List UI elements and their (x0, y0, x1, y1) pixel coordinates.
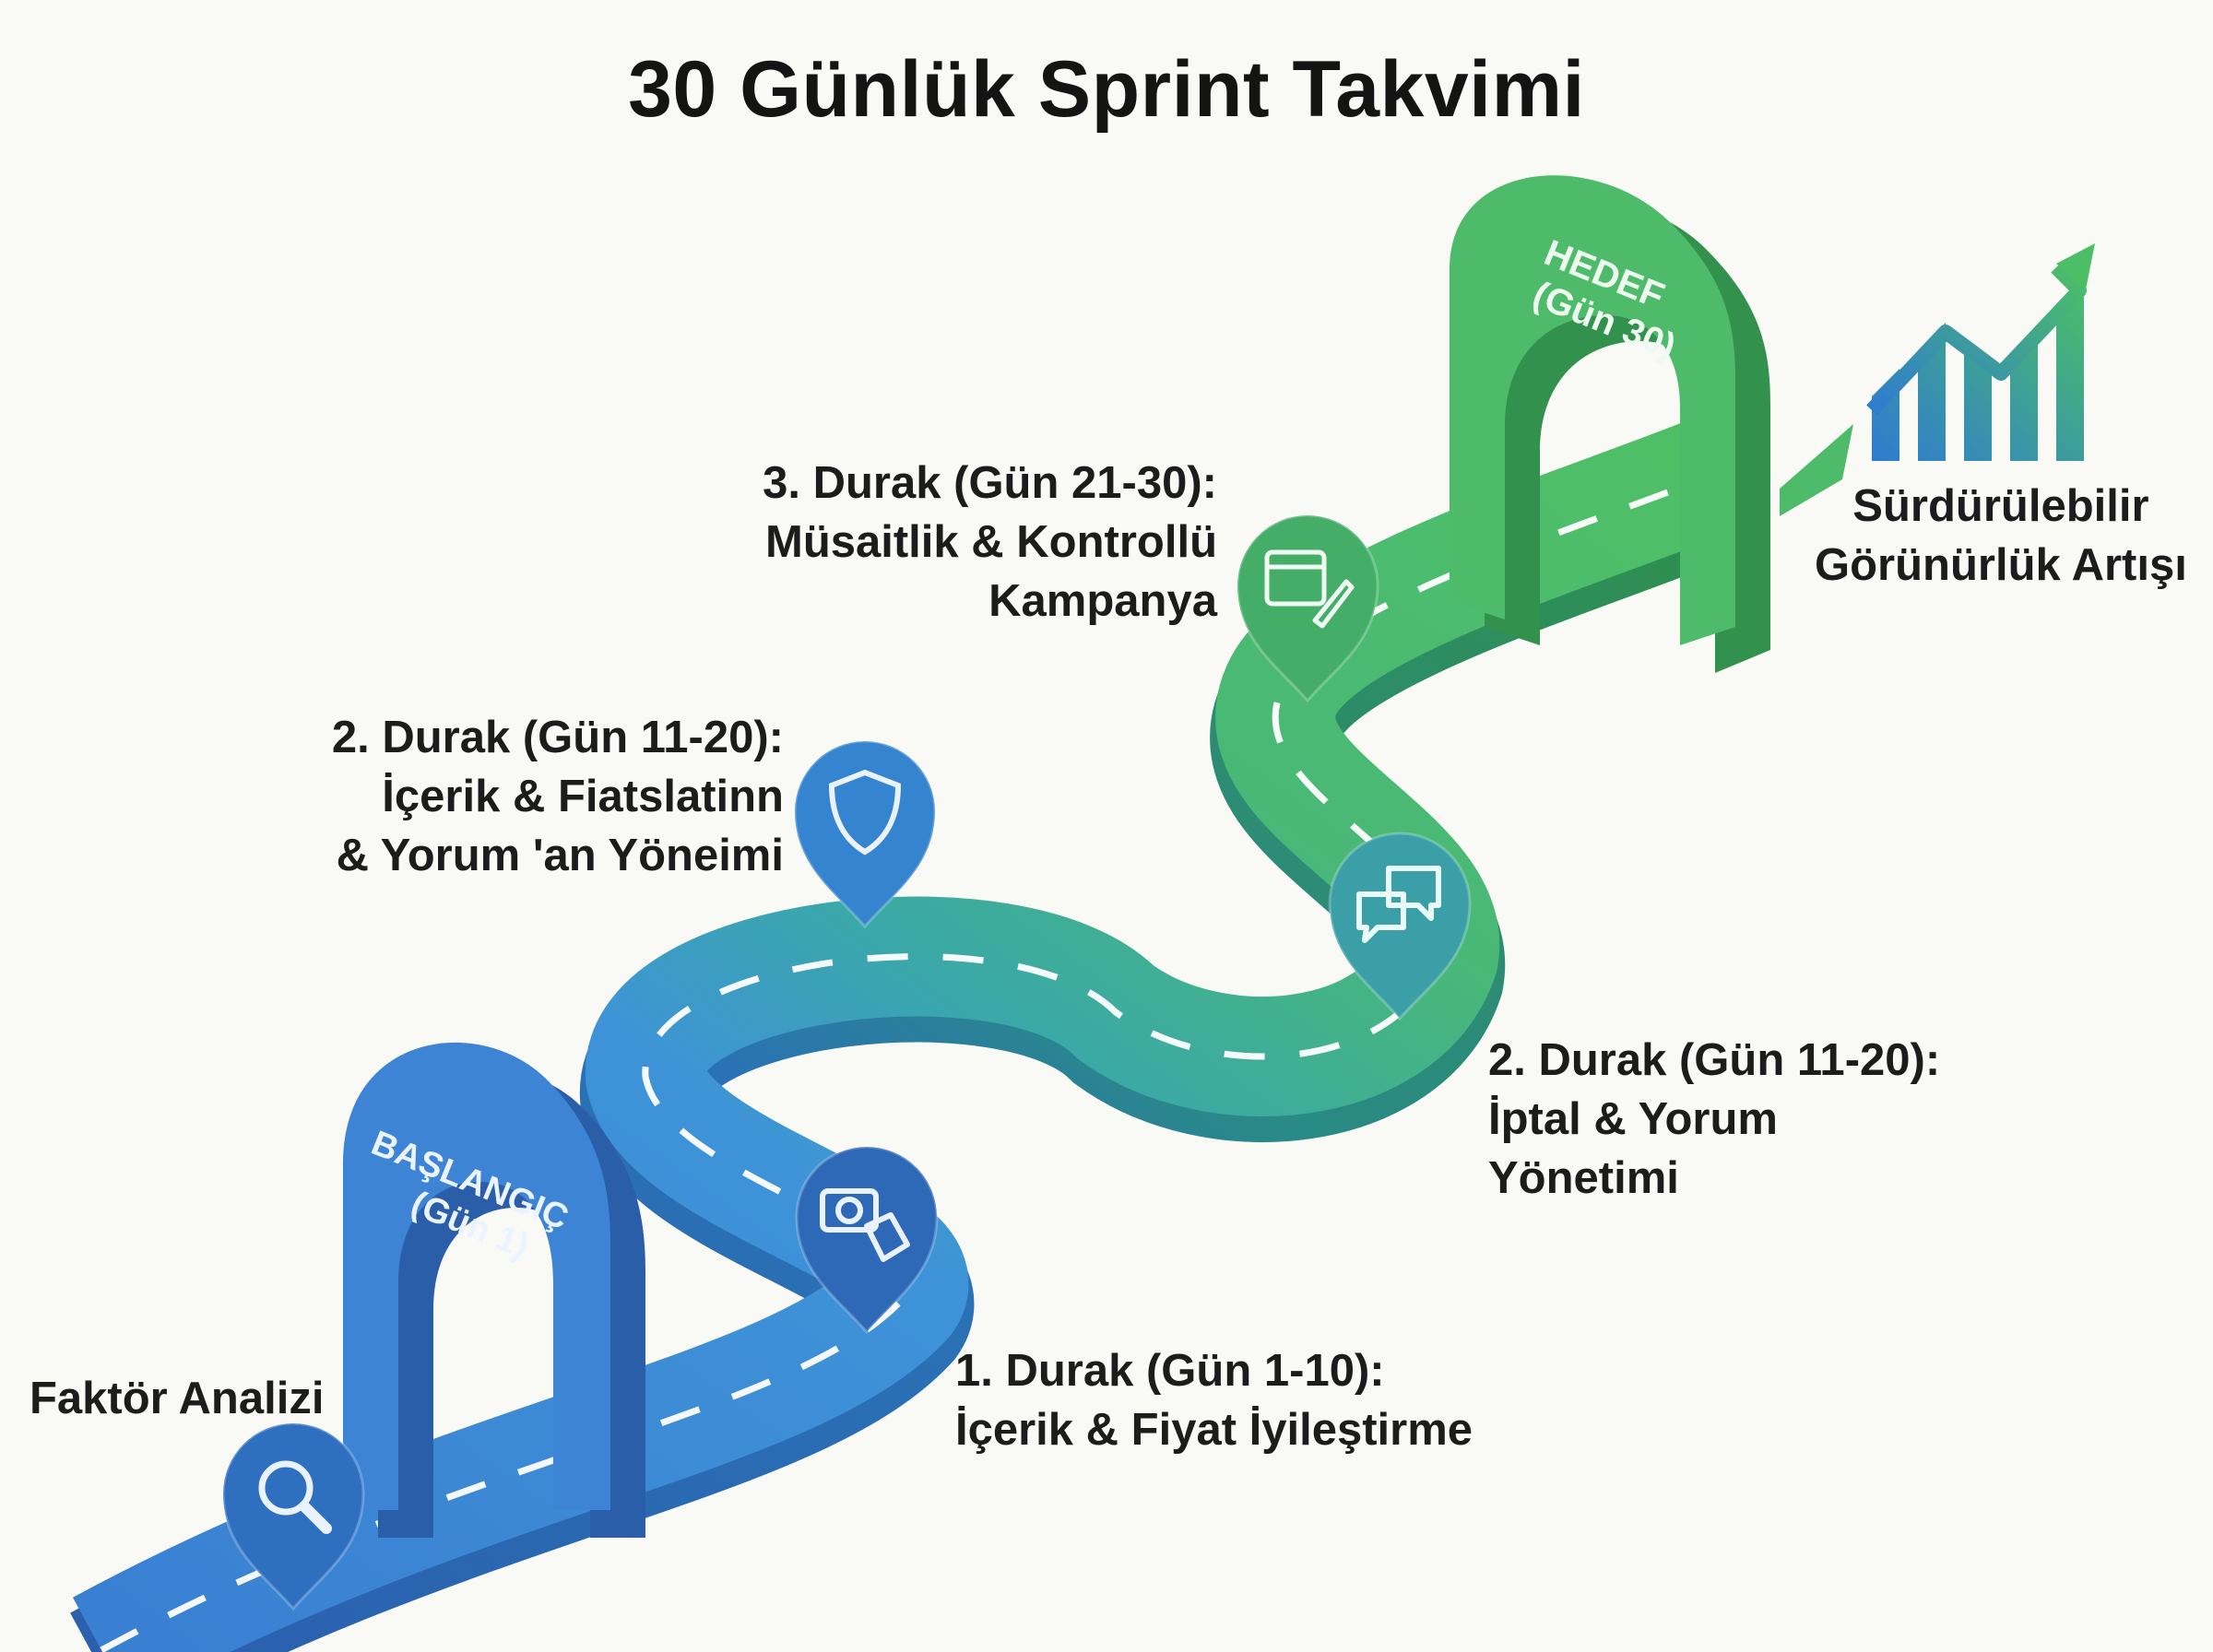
magnifier-icon (258, 1460, 332, 1534)
goal-gate (1450, 175, 1770, 674)
result-line2: Görünürlük Artışı (1815, 540, 2187, 590)
result-line1: Sürdürülebilir (1852, 481, 2149, 531)
pin-stop2b (1328, 832, 1472, 1021)
factor-analysis-label: Faktör Analizi (30, 1369, 324, 1428)
stop2b-line2: İptal & Yorum (1488, 1094, 1779, 1144)
stop3-label: 3. Durak (Gün 21-30): Müsaitlik & Kontro… (763, 454, 1217, 631)
stop3-heading: 3. Durak (Gün 21-30): (763, 458, 1217, 508)
stop2a-line2: İçerik & Fiatslatinn (382, 772, 784, 821)
stop2a-label: 2. Durak (Gün 11-20): İçerik & Fiatslati… (332, 708, 784, 885)
pin-stop2a (793, 739, 937, 929)
stop1-description: İçerik & Fiyat İyileştirme (955, 1405, 1473, 1455)
stop2a-line3: & Yorum 'an Yöneimi (336, 831, 784, 880)
start-gate (343, 1042, 645, 1538)
page-title: 30 Günlük Sprint Takvimi (628, 45, 1585, 134)
stop2b-label: 2. Durak (Gün 11-20): İptal & Yorum Yöne… (1488, 1031, 1940, 1208)
pin-stop3 (1236, 513, 1379, 703)
pin-factor (221, 1422, 365, 1611)
stop2a-heading: 2. Durak (Gün 11-20): (331, 713, 784, 762)
goal-arrow (1780, 424, 1853, 516)
road-lane-dashes (100, 474, 1708, 1652)
stop2b-line3: Yönetimi (1488, 1153, 1679, 1203)
stop1-label: 1. Durak (Gün 1-10): İçerik & Fiyat İyil… (955, 1341, 1473, 1459)
calendar-rocket-icon (1264, 549, 1355, 629)
stop3-line3: Kampanya (988, 576, 1217, 626)
pin-stop1 (795, 1145, 939, 1335)
stop3-line2: Müsaitlik & Kontrollü (765, 517, 1217, 567)
growth-chart-icon (1866, 243, 2095, 461)
chat-bubbles-icon (1356, 866, 1441, 943)
stop1-heading: 1. Durak (Gün 1-10): (955, 1346, 1385, 1396)
stop2b-heading: 2. Durak (Gün 11-20): (1488, 1035, 1941, 1085)
shield-icon (828, 769, 902, 856)
factor-analysis-text: Faktör Analizi (30, 1374, 325, 1423)
result-label: Sürdürülebilir Görünürlük Artışı (1815, 477, 2187, 595)
camera-tag-icon (820, 1188, 910, 1262)
